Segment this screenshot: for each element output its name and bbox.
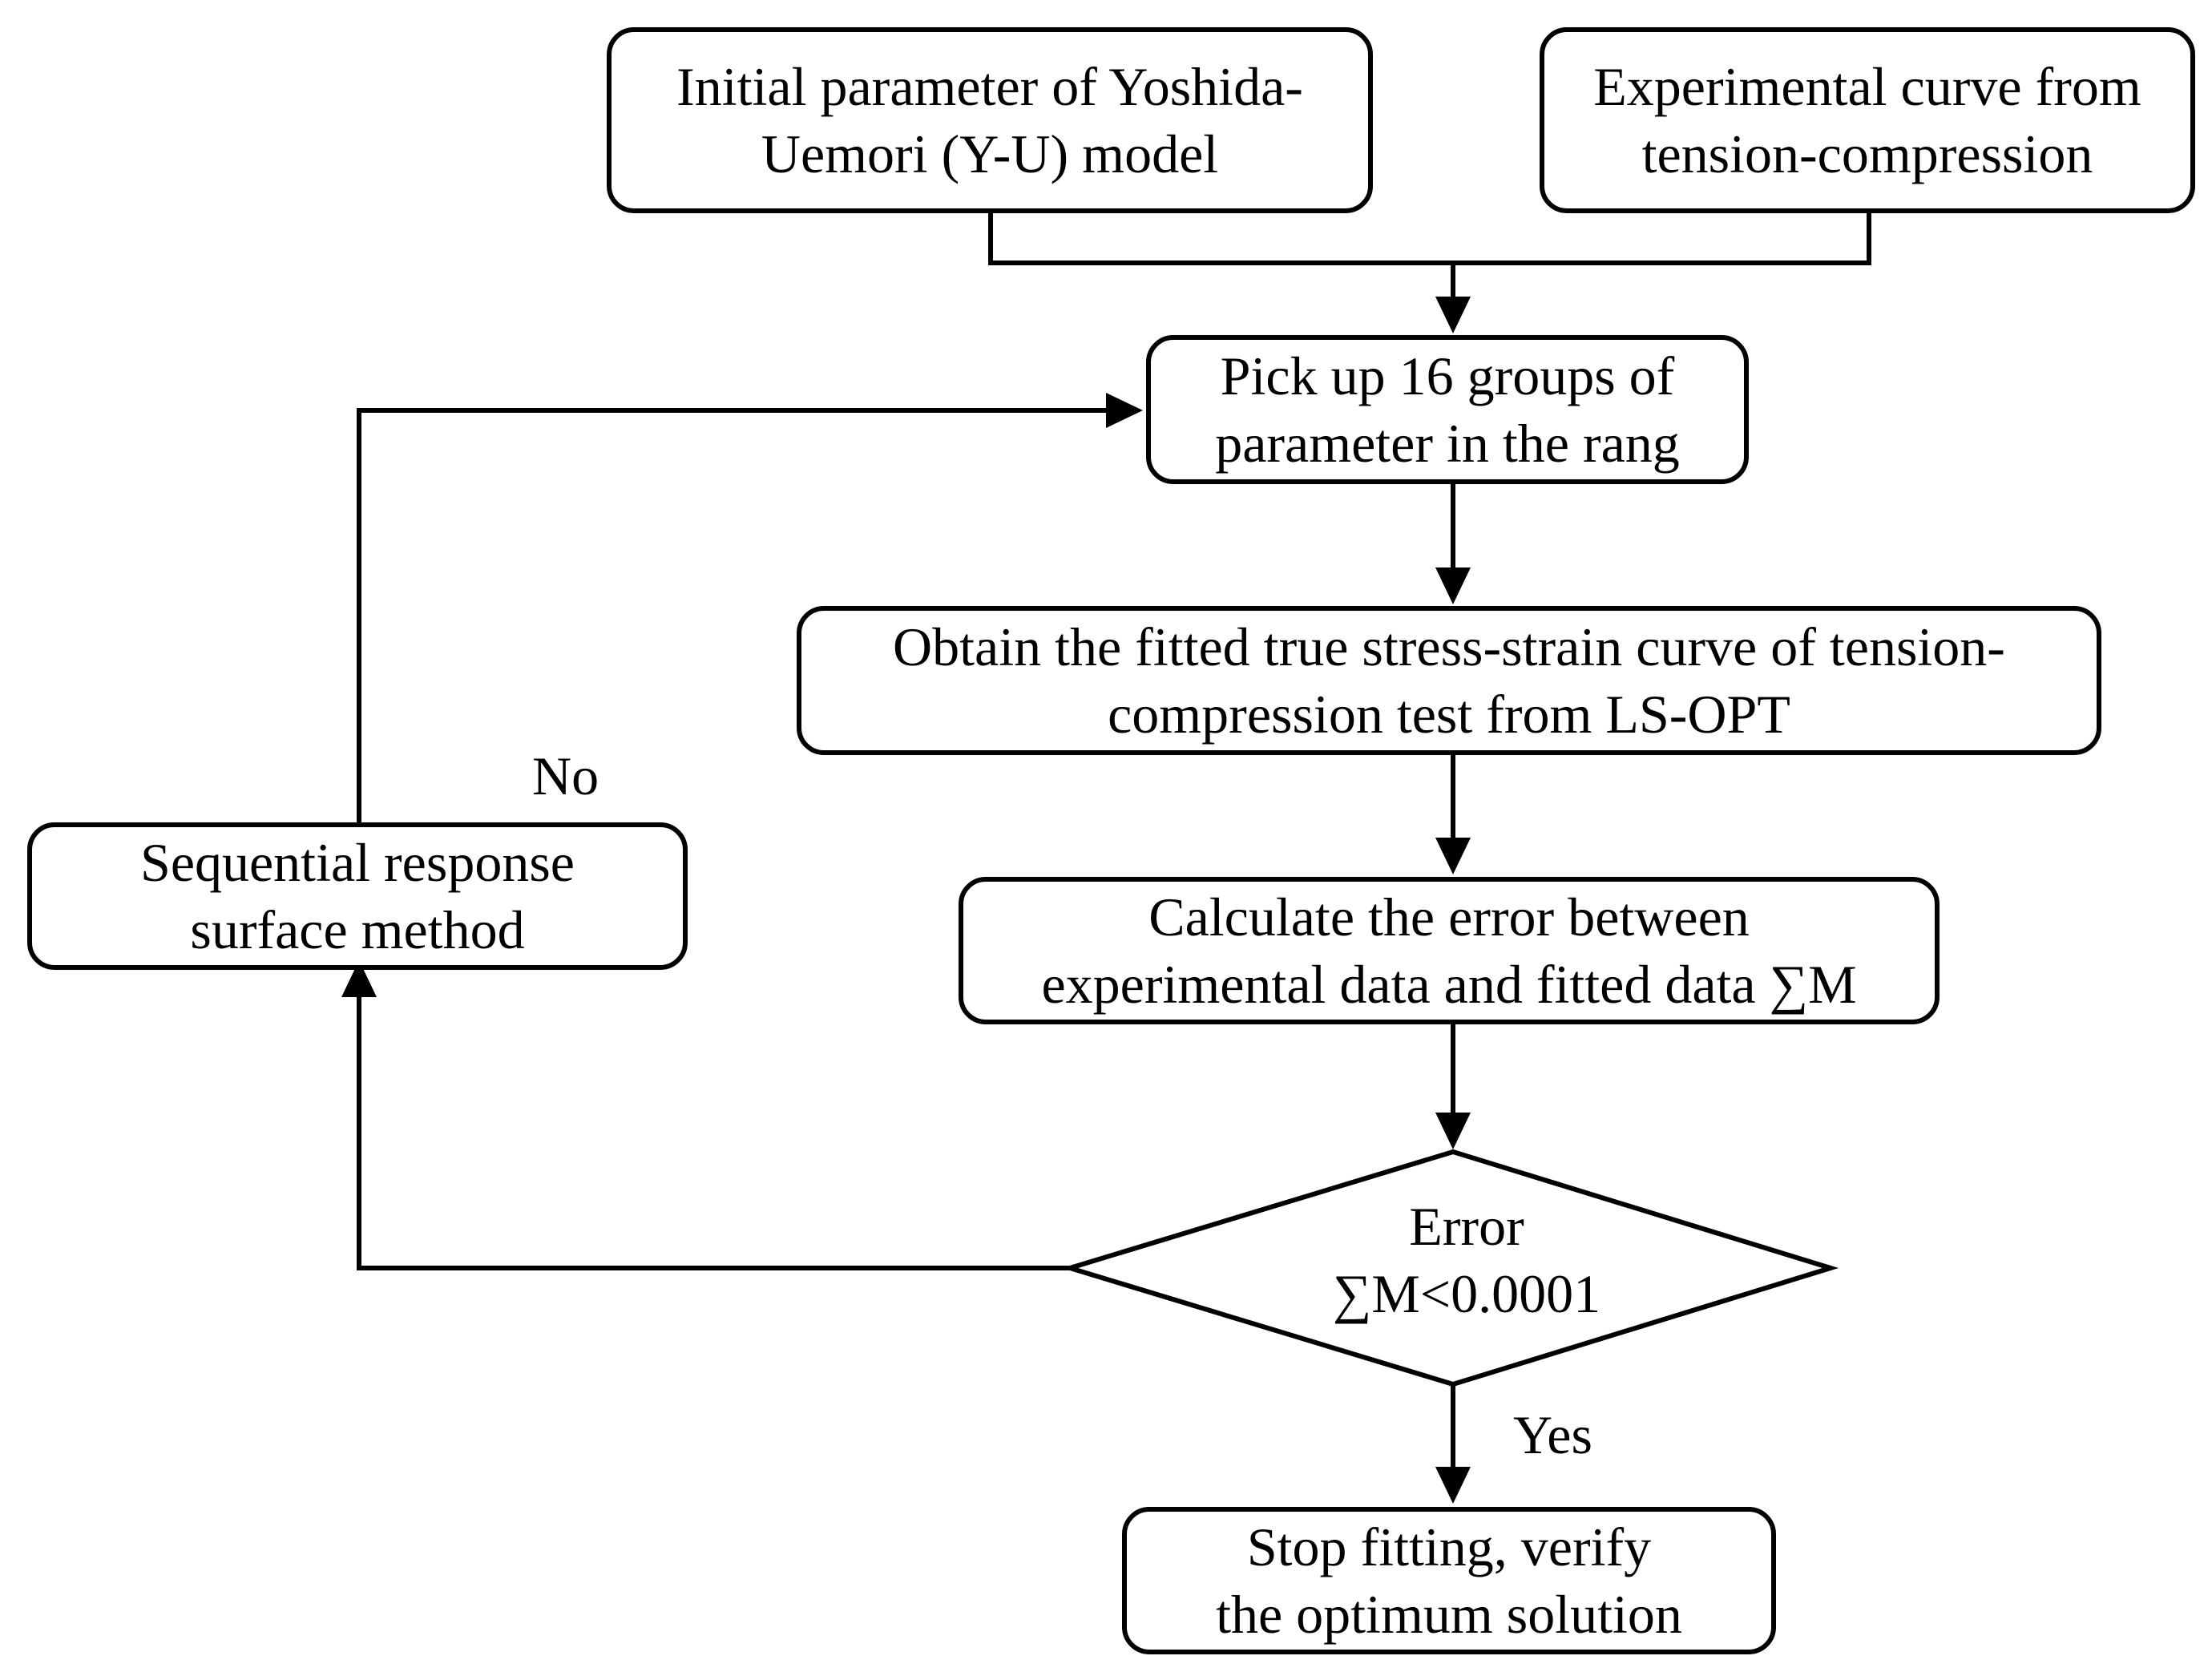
calculate-error-box: Calculate the error between experimental… [959,877,1940,1024]
obtain-curve-text-line1: Obtain the fitted true stress-strain cur… [893,616,2005,677]
experimental-curve-text-line2: tension-compression [1641,123,2093,184]
arrowhead-to-pickup [1435,297,1471,333]
arrowhead-to-decision [1435,1113,1471,1149]
decision-text-line2: ∑M<0.0001 [1332,1263,1601,1324]
decision-diamond [1061,1149,1839,1387]
pick-up-text-line2: parameter in the rang [1215,413,1680,474]
decision-text: Error ∑M<0.0001 [1066,1193,1867,1327]
edge-label-no: No [532,745,599,806]
experimental-curve-box: Experimental curve from tension-compress… [1540,27,2195,213]
sequential-response-box: Sequential response surface method [27,822,688,970]
pick-up-parameters-box: Pick up 16 groups of parameter in the ra… [1146,335,1749,484]
sequential-response-text-line1: Sequential response [140,832,575,893]
stop-fitting-text-line2: the optimum solution [1216,1584,1682,1645]
initial-parameter-text-line2: Uemori (Y-U) model [761,123,1219,184]
calculate-error-text-line2: experimental data and fitted data ∑M [1041,954,1857,1015]
stop-fitting-text-line1: Stop fitting, verify [1246,1517,1652,1577]
pick-up-text-line1: Pick up 16 groups of [1220,345,1675,406]
obtain-fitted-curve-box: Obtain the fitted true stress-strain cur… [797,606,2101,755]
decision-text-line1: Error [1409,1196,1524,1257]
initial-parameter-text-line1: Initial parameter of Yoshida- [676,56,1303,117]
arrowhead-loop-to-pickup [1106,393,1143,428]
experimental-curve-text-line1: Experimental curve from [1593,56,2141,117]
connector-decision-no-loop [357,997,1070,1270]
arrowhead-to-stop [1435,1467,1471,1504]
connector-sequential-to-pickup [357,408,1106,822]
arrowhead-to-calculate [1435,838,1471,874]
obtain-curve-text-line2: compression test from LS-OPT [1108,684,1790,745]
stop-fitting-box: Stop fitting, verify the optimum solutio… [1122,1507,1776,1654]
initial-parameter-box: Initial parameter of Yoshida- Uemori (Y-… [607,27,1373,213]
calculate-error-text-line1: Calculate the error between [1148,887,1750,947]
edge-label-yes: Yes [1513,1404,1592,1465]
sequential-response-text-line2: surface method [190,899,525,960]
arrowhead-to-sequential [341,960,377,997]
arrowhead-to-obtain [1435,567,1471,604]
